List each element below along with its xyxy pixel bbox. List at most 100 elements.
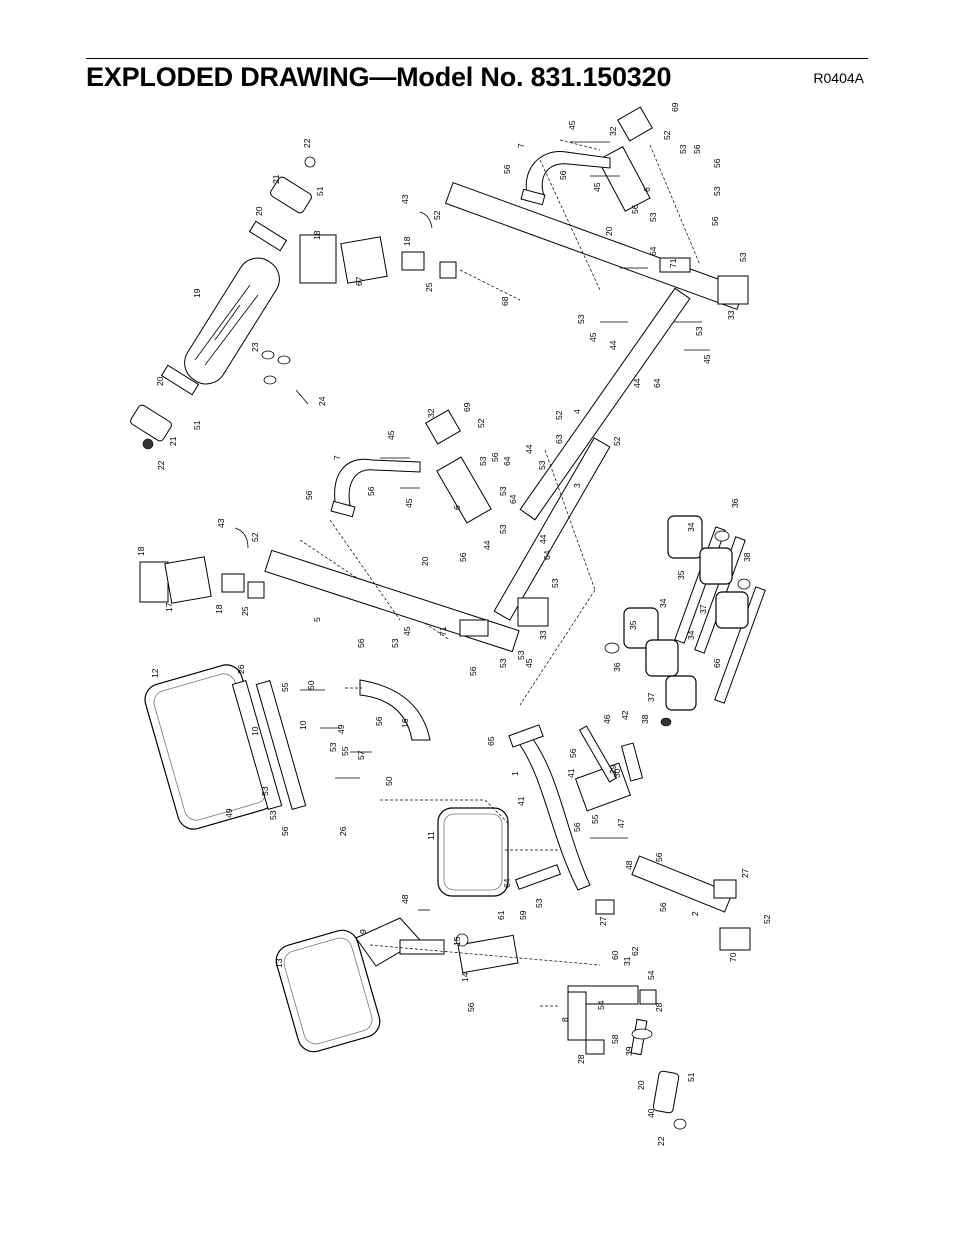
part-label: 71 (668, 258, 678, 268)
part-label: 26 (236, 664, 246, 674)
part-label: 55 (340, 746, 350, 756)
part-label: 61 (496, 910, 506, 920)
part-label: 20 (155, 376, 165, 386)
part-label: 44 (632, 378, 642, 388)
part-label: 30 (612, 768, 622, 778)
part-label: 52 (250, 532, 260, 542)
part-label: 41 (566, 768, 576, 778)
part-label: 64 (508, 494, 518, 504)
part-label: 55 (590, 814, 600, 824)
part-label: 12 (150, 668, 160, 678)
part-label: 33 (726, 310, 736, 320)
part-label: 47 (616, 818, 626, 828)
part-label: 22 (302, 138, 312, 148)
part-label: 18 (402, 236, 412, 246)
part-label: 20 (636, 1080, 646, 1090)
part-label: 56 (568, 748, 578, 758)
part-label: 10 (298, 720, 308, 730)
part-label: 32 (426, 408, 436, 418)
part-label: 53 (498, 658, 508, 668)
part-label: 53 (550, 578, 560, 588)
part-label: 53 (390, 638, 400, 648)
part-label: 69 (462, 402, 472, 412)
part-label: 53 (498, 486, 508, 496)
part-label: 29 (608, 764, 618, 774)
part-label: 5 (312, 617, 322, 622)
part-label: 56 (466, 1002, 476, 1012)
part-label: 45 (404, 498, 414, 508)
foam-roller-assembly (604, 515, 766, 727)
seat-frame-assembly (380, 724, 751, 951)
part-label: 64 (502, 878, 512, 888)
part-label: 36 (612, 662, 622, 672)
part-label: 21 (168, 436, 178, 446)
part-label: 21 (271, 174, 281, 184)
part-label: 41 (516, 796, 526, 806)
part-label: 7 (332, 455, 342, 460)
part-label: 56 (712, 158, 722, 168)
part-label: 38 (742, 552, 752, 562)
part-label: 32 (608, 126, 618, 136)
part-label: 48 (624, 860, 634, 870)
part-label: 15 (452, 936, 462, 946)
part-label: 14 (460, 972, 470, 982)
part-label: 53 (328, 742, 338, 752)
part-label: 53 (478, 456, 488, 466)
part-label: 53 (260, 786, 270, 796)
part-label: 45 (524, 658, 534, 668)
part-label: 37 (646, 692, 656, 702)
part-label: 53 (576, 314, 586, 324)
middle-assembly (139, 409, 549, 653)
part-label: 44 (538, 534, 548, 544)
part-label: 50 (384, 776, 394, 786)
part-label: 53 (498, 524, 508, 534)
part-label: 16 (400, 718, 410, 728)
part-label: 18 (312, 230, 322, 240)
part-label: 20 (604, 226, 614, 236)
part-label: 45 (567, 120, 577, 130)
part-label: 48 (400, 894, 410, 904)
part-label: 55 (280, 682, 290, 692)
part-label: 34 (686, 522, 696, 532)
part-label: 13 (274, 958, 284, 968)
part-label: 17 (164, 602, 174, 612)
part-label: 51 (315, 186, 325, 196)
part-label: 67 (354, 276, 364, 286)
part-label: 37 (698, 604, 708, 614)
part-label: 45 (588, 332, 598, 342)
part-label: 66 (712, 658, 722, 668)
part-label: 26 (338, 826, 348, 836)
part-label: 54 (646, 970, 656, 980)
part-label: 11 (426, 831, 436, 840)
part-label: 53 (648, 212, 658, 222)
part-label: 50 (306, 680, 316, 690)
part-label: 56 (304, 490, 314, 500)
part-label: 64 (652, 378, 662, 388)
part-label: 38 (640, 714, 650, 724)
part-label: 57 (356, 750, 366, 760)
part-label: 35 (676, 570, 686, 580)
part-label: 52 (762, 914, 772, 924)
part-label: 28 (654, 1002, 664, 1012)
part-label: 70 (728, 952, 738, 962)
part-number-labels: 22 21 51 20 19 23 24 20 51 21 22 18 67 1… (136, 102, 772, 1146)
part-label: 53 (268, 810, 278, 820)
part-label: 56 (374, 716, 384, 726)
part-label: 56 (490, 452, 500, 462)
part-label: 56 (468, 666, 478, 676)
part-label: 28 (576, 1054, 586, 1064)
part-label: 45 (386, 430, 396, 440)
part-label: 51 (686, 1072, 696, 1082)
header-rule (86, 58, 868, 59)
part-label: 54 (596, 1000, 606, 1010)
part-label: 53 (537, 460, 547, 470)
part-label: 60 (610, 950, 620, 960)
part-label: 69 (670, 102, 680, 112)
part-label: 56 (710, 216, 720, 226)
part-label: 56 (630, 204, 640, 214)
part-label: 45 (702, 354, 712, 364)
part-label: 64 (542, 550, 552, 560)
part-label: 33 (538, 630, 548, 640)
part-label: 56 (280, 826, 290, 836)
drawing-code: R0404A (813, 70, 864, 86)
